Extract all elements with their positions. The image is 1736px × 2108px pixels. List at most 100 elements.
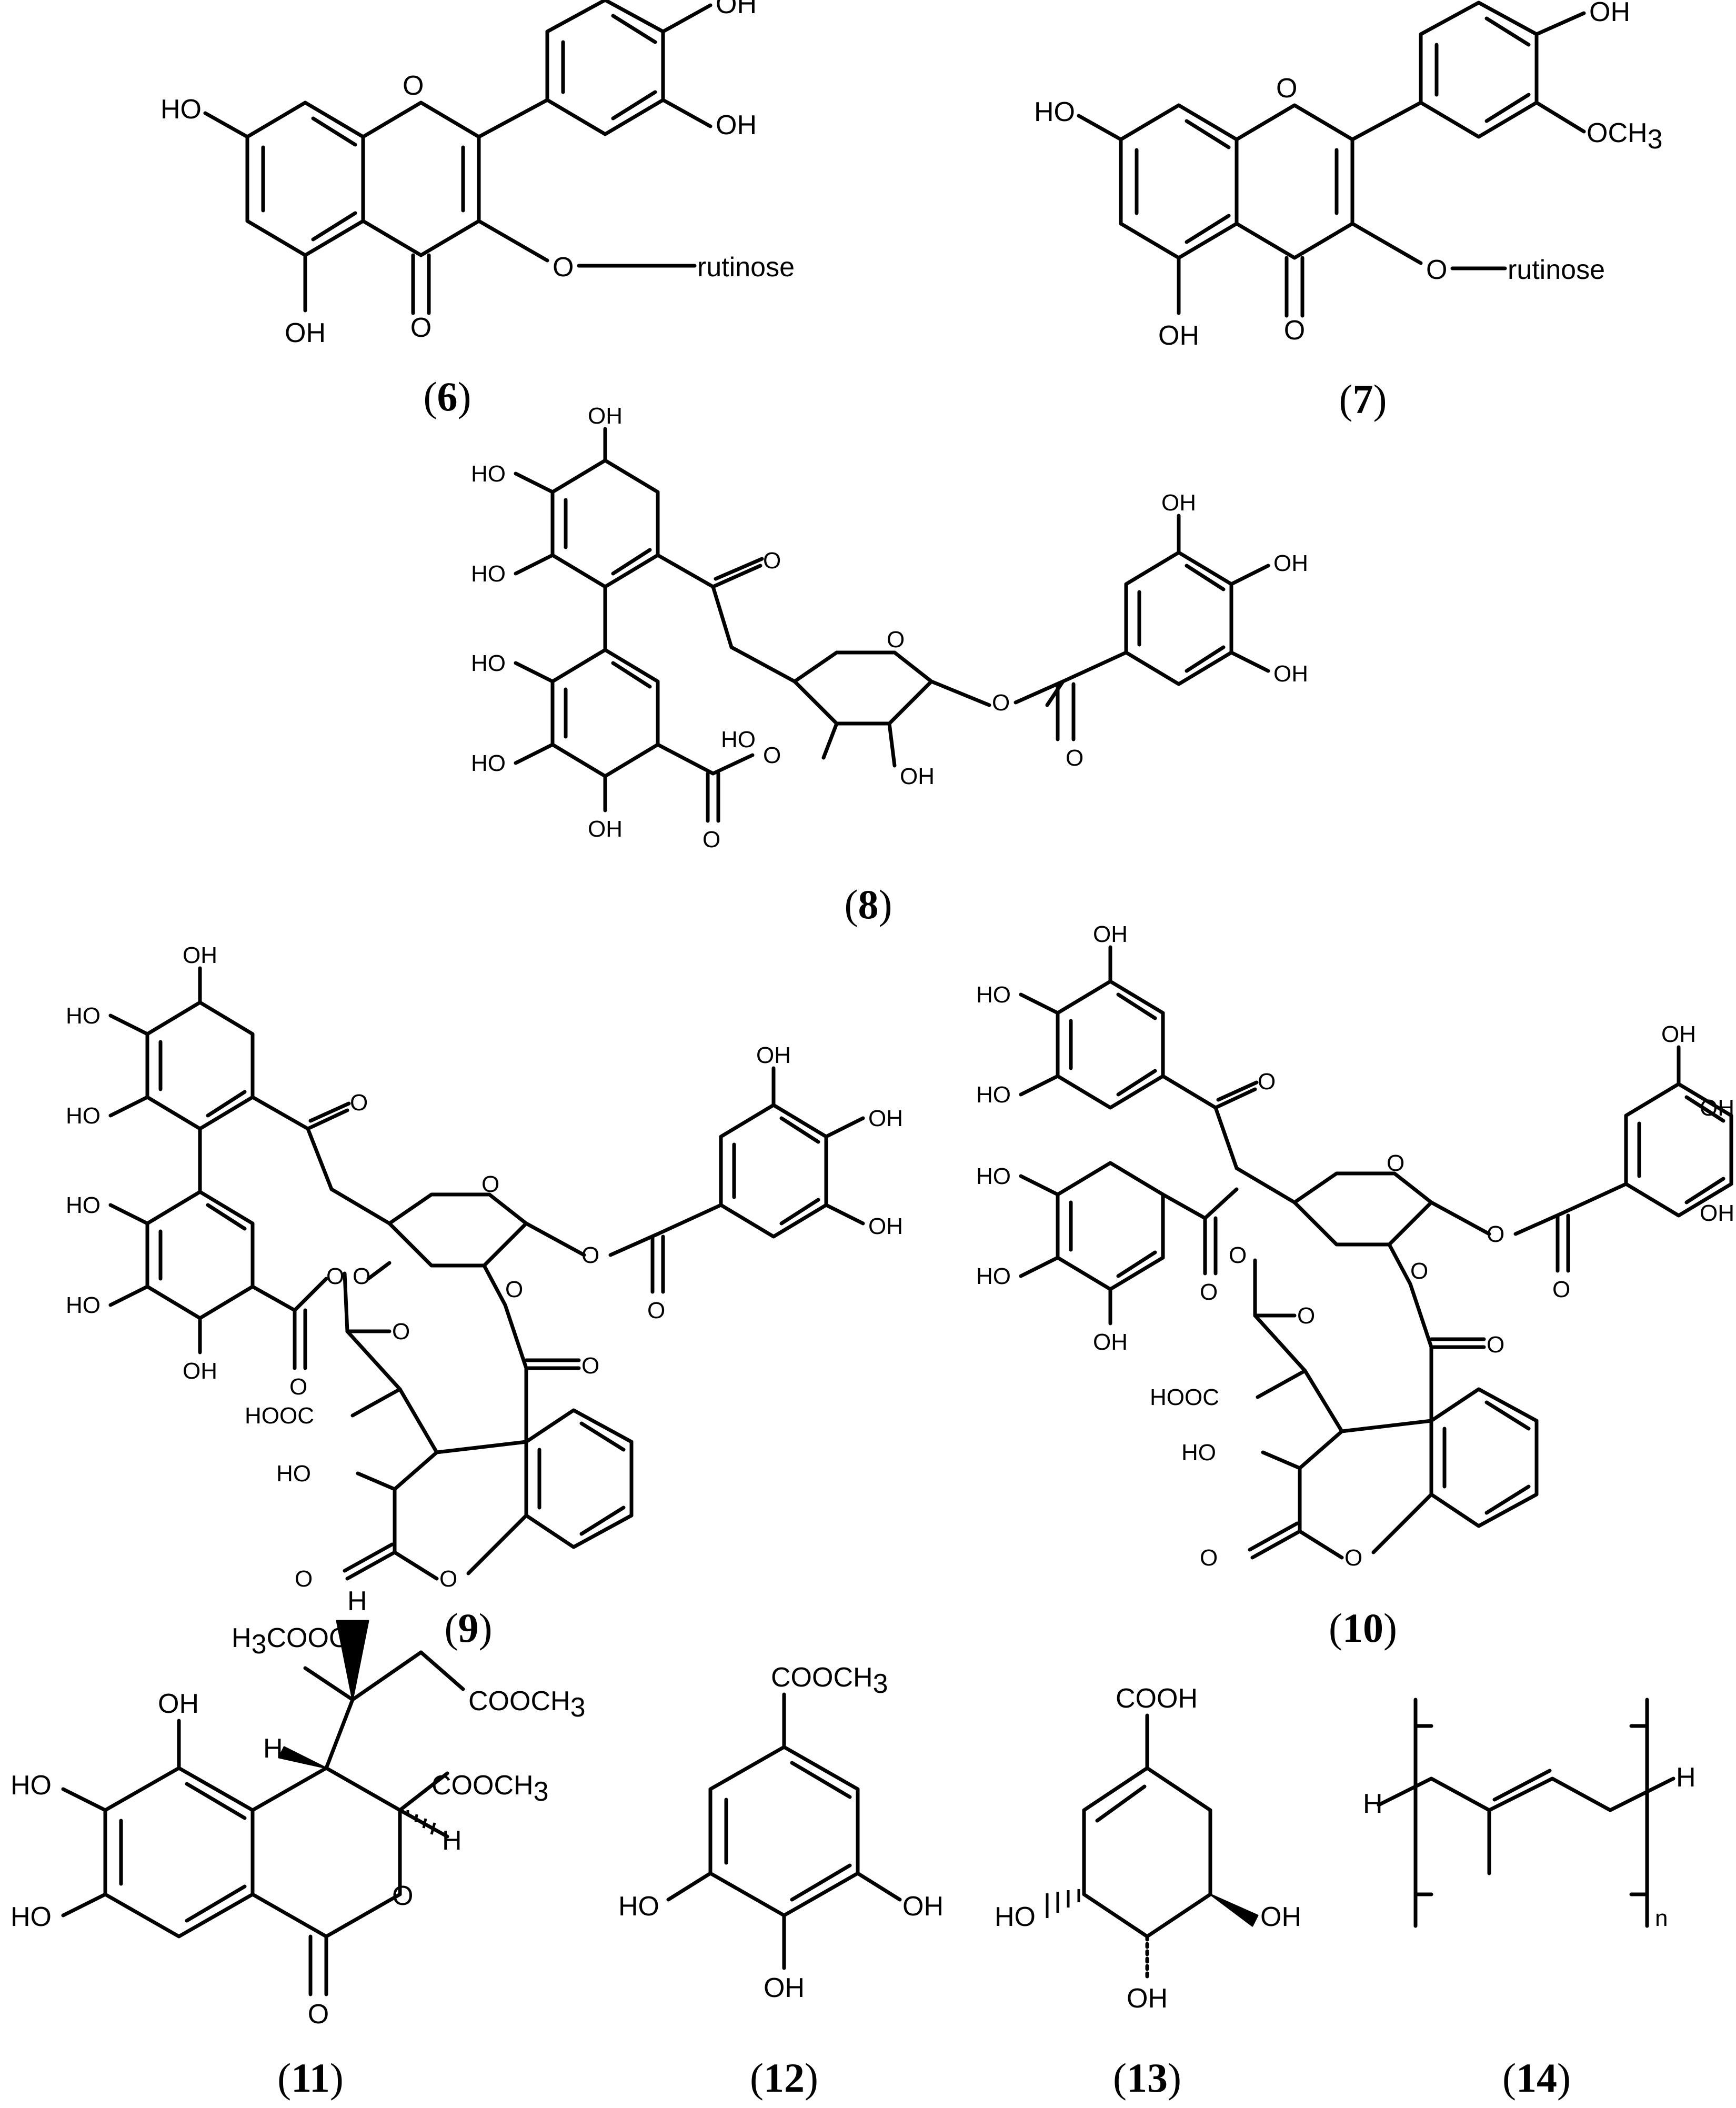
c8-ho-4: HO (471, 750, 506, 776)
compound-9-structure (108, 966, 865, 1581)
c11-ester-right-top: COOCH3 (468, 1686, 585, 1723)
c12-ester: COOCH3 (771, 1662, 888, 1699)
c7-oh-top: OH (1589, 0, 1630, 27)
c10-hooc: HOOC (1150, 1384, 1219, 1410)
c6-keto-o: O (410, 313, 432, 343)
c7-rutinose: rutinose (1508, 255, 1605, 285)
c8-oh-6: OH (1273, 661, 1308, 687)
c9-caption: (9) (445, 1605, 493, 1651)
c11-ho-1: HO (11, 1770, 52, 1801)
c8-oh-3: OH (900, 764, 935, 789)
c6-oh-right: OH (716, 110, 757, 140)
c11-keto-o: O (308, 1999, 329, 2030)
c9-o-11: O (647, 1298, 665, 1323)
c9-o-5: O (392, 1319, 410, 1344)
c10-ho-3: HO (976, 1163, 1011, 1189)
c6-oh-bottom: OH (285, 318, 326, 348)
c9-o-9: O (439, 1566, 457, 1592)
c8-oh-1: OH (588, 403, 623, 429)
c11-hash-bond (406, 1810, 436, 1835)
c9-oh-5: OH (868, 1213, 903, 1239)
c7-caption: (7) (1339, 376, 1387, 422)
c14-caption: (14) (1502, 2055, 1571, 2101)
c11-caption: (11) (277, 2055, 344, 2101)
c9-o-2: O (326, 1263, 344, 1289)
c12-caption: (12) (750, 2055, 818, 2101)
c12-oh-bottom: OH (764, 1973, 805, 2003)
c10-oh-1: OH (1093, 921, 1128, 947)
c6-ho: HO (160, 94, 202, 125)
c14-h-right: H (1676, 1762, 1696, 1793)
c8-o-2: O (703, 827, 720, 852)
c9-o-10: O (581, 1242, 599, 1268)
c13-ho: HO (995, 1902, 1036, 1932)
c10-oh-2: OH (1093, 1329, 1128, 1355)
compound-13-structure (1082, 1713, 1212, 1981)
c11-oh: OH (158, 1689, 199, 1719)
c10-ring-o: O (1387, 1150, 1404, 1176)
c11-wedge-h-left (278, 1746, 327, 1769)
c8-o-5: O (1066, 745, 1083, 771)
c10-oh-3: OH (1661, 1021, 1696, 1047)
c8-ring-o: O (887, 627, 905, 653)
c9-ho-4: HO (66, 1292, 101, 1318)
c11-ho-2: HO (11, 1902, 52, 1932)
c13-caption: (13) (1113, 2055, 1181, 2101)
c8-ho-3: HO (471, 650, 506, 676)
c6-rutinose: rutinose (697, 252, 795, 283)
c10-o-10: O (1552, 1277, 1570, 1302)
c8-o-1: O (763, 548, 781, 574)
compound-8-structure (514, 427, 1270, 823)
c10-ho-1: HO (976, 982, 1011, 1008)
c8-o-3: O (763, 742, 781, 768)
c11-ester-left: H3COOC (232, 1623, 348, 1660)
compound-6-structure (203, 0, 713, 315)
c10-o-5: O (1410, 1258, 1428, 1284)
c8-oh-4: OH (1161, 490, 1196, 516)
c8-oh-5: OH (1273, 550, 1308, 576)
c13-wedge-right (1209, 1893, 1259, 1927)
c9-oh-3: OH (756, 1042, 791, 1068)
compound-11-structure (61, 1650, 465, 1996)
c13-oh-right: OH (1260, 1902, 1301, 1932)
c9-o-3: O (353, 1263, 370, 1289)
c8-o-4: O (992, 690, 1010, 716)
c10-o-9: O (1487, 1221, 1504, 1247)
compound-14-structure (1377, 1698, 1675, 1928)
c10-o-4: O (1297, 1303, 1315, 1329)
c9-o-1: O (350, 1090, 368, 1116)
c9-oh-4: OH (868, 1106, 903, 1131)
c10-ho-2: HO (976, 1082, 1011, 1108)
c9-ho-3: HO (66, 1192, 101, 1218)
c14-h-left: H (1363, 1789, 1383, 1819)
c7-keto-o: O (1284, 315, 1305, 346)
c11-h-left: H (263, 1733, 283, 1764)
c9-o-6: O (505, 1277, 523, 1302)
c14-n: n (1655, 1905, 1668, 1931)
c9-ho-2: HO (66, 1103, 101, 1129)
c8-ho-2: HO (471, 561, 506, 587)
c11-wedge-h-top (336, 1620, 369, 1701)
c6-caption: (6) (424, 374, 471, 419)
c13-cooh: COOH (1116, 1683, 1198, 1714)
c11-h-right: H (442, 1825, 462, 1856)
c11-ester-right: COOCH3 (432, 1770, 548, 1807)
c7-methoxy: OCH3 (1587, 118, 1662, 155)
c9-ho-5: HO (276, 1461, 311, 1487)
c13-hash-bond-left (1046, 1889, 1080, 1918)
c6-ether-o: O (553, 252, 574, 283)
c9-o-7: O (581, 1353, 599, 1379)
c13-oh-bottom: OH (1127, 1983, 1168, 2014)
c8-ho-5: HO (721, 727, 756, 752)
c10-oh-4: OH (1700, 1095, 1734, 1121)
c10-o-7: O (1200, 1545, 1218, 1571)
c9-o-4: O (289, 1374, 307, 1400)
compound-7-structure (1077, 1, 1586, 318)
c11-h-top: H (347, 1586, 367, 1617)
c10-oh-5: OH (1700, 1200, 1734, 1226)
c10-o-3: O (1200, 1279, 1218, 1305)
c9-o-8: O (295, 1566, 313, 1592)
c9-oh-1: OH (183, 942, 217, 968)
c8-oh-2: OH (588, 816, 623, 842)
c6-oh-top: OH (716, 0, 757, 19)
